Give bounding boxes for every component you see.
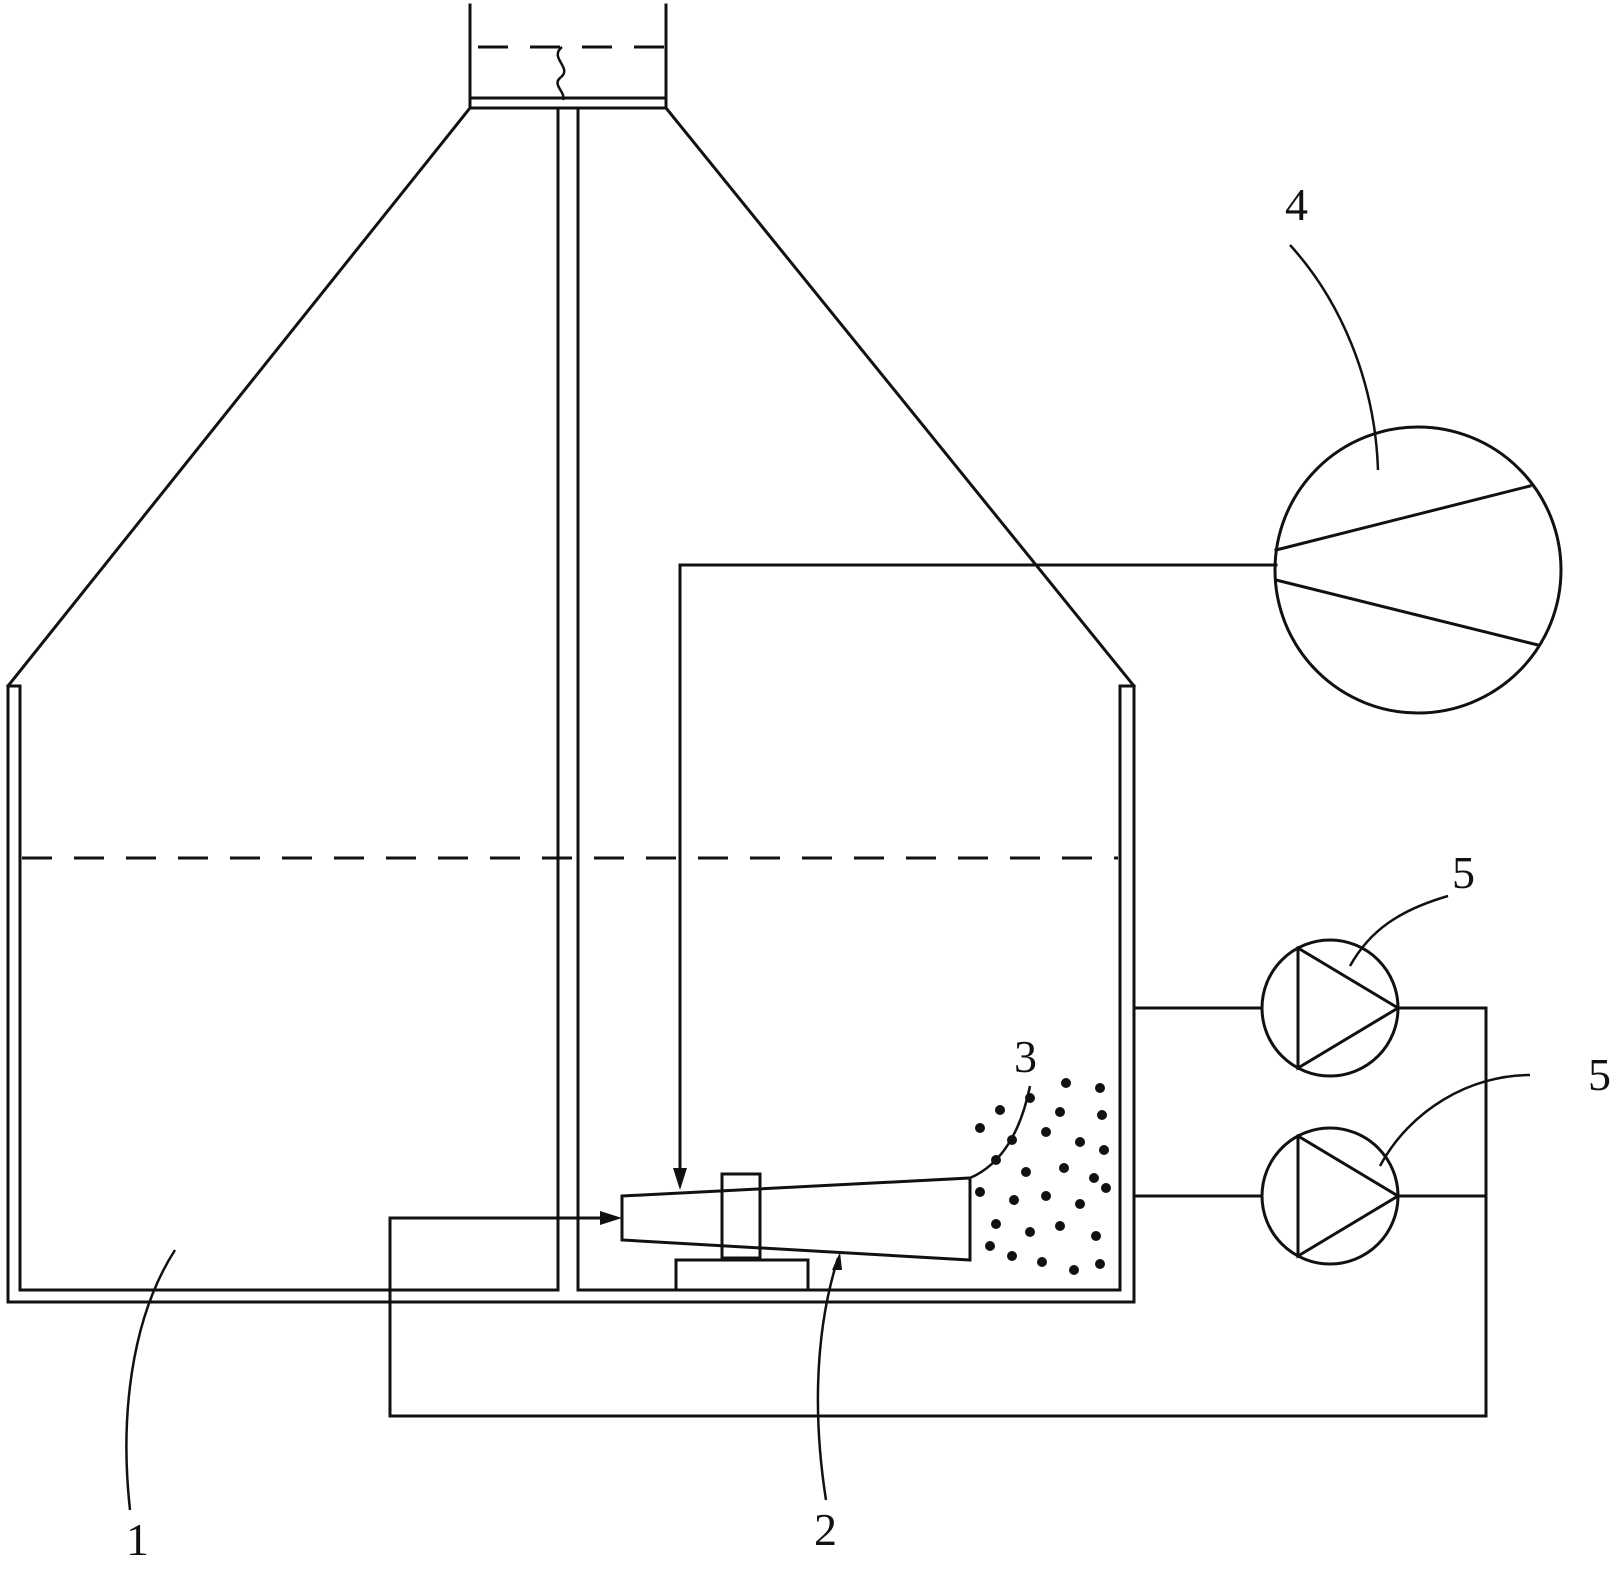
bubble <box>1095 1083 1105 1093</box>
bubble <box>1101 1183 1111 1193</box>
label-tank: 1 <box>126 1514 149 1565</box>
jet-nozzle <box>620 1172 972 1292</box>
leader-1 <box>125 1249 177 1511</box>
blower-housing <box>1273 425 1563 715</box>
label-blower: 4 <box>1285 179 1308 230</box>
liquid-flow-arrow <box>600 1211 622 1225</box>
bubble <box>991 1219 1001 1229</box>
bubble <box>1097 1110 1107 1120</box>
leader-2 <box>816 1257 840 1501</box>
break-mark <box>556 46 566 101</box>
bubble <box>975 1187 985 1197</box>
label-pump-upper: 5 <box>1452 847 1475 898</box>
bubble <box>1037 1257 1047 1267</box>
nozzle-base <box>674 1258 810 1292</box>
bubble <box>1021 1167 1031 1177</box>
leader-5-lower <box>1378 1073 1531 1167</box>
bubble <box>1059 1163 1069 1173</box>
conical-hood <box>5 105 1137 689</box>
bubble <box>1099 1145 1109 1155</box>
bubble <box>1009 1195 1019 1205</box>
pump-upper <box>1260 938 1401 1078</box>
air-bubbles <box>975 1078 1111 1275</box>
label-pump-lower: 5 <box>1588 1049 1611 1100</box>
blower <box>1273 425 1563 715</box>
tank-body <box>6 684 1136 1304</box>
bubble <box>1075 1137 1085 1147</box>
pump-lower <box>1260 1126 1401 1266</box>
air-pipe <box>673 563 1278 1190</box>
bubble <box>985 1241 995 1251</box>
bubble <box>1007 1251 1017 1261</box>
air-flow-arrow <box>673 1168 687 1190</box>
bubble <box>1091 1231 1101 1241</box>
label-nozzle-base: 2 <box>814 1504 837 1555</box>
circulation-piping <box>388 1006 1488 1418</box>
feed-column <box>468 3 668 110</box>
bubble <box>1095 1259 1105 1269</box>
bubble <box>1055 1221 1065 1231</box>
part-labels: 4 5 5 3 2 1 <box>126 179 1611 1565</box>
bubble <box>1025 1227 1035 1237</box>
leader-4 <box>1289 244 1380 471</box>
leader-2-arrowhead <box>832 1252 842 1270</box>
central-partition <box>556 106 580 1292</box>
bubble <box>1041 1127 1051 1137</box>
label-nozzle: 3 <box>1014 1031 1037 1082</box>
bubble <box>1055 1107 1065 1117</box>
leader-3 <box>969 1085 1032 1180</box>
bubble <box>1069 1265 1079 1275</box>
bubble <box>1061 1078 1071 1088</box>
bubble <box>995 1105 1005 1115</box>
leader-5-upper <box>1348 894 1449 967</box>
nozzle-stem <box>720 1172 762 1260</box>
bubble <box>1041 1191 1051 1201</box>
bubble <box>975 1123 985 1133</box>
bubble <box>1075 1199 1085 1209</box>
leader-lines <box>125 244 1531 1511</box>
bubble <box>1089 1173 1099 1183</box>
